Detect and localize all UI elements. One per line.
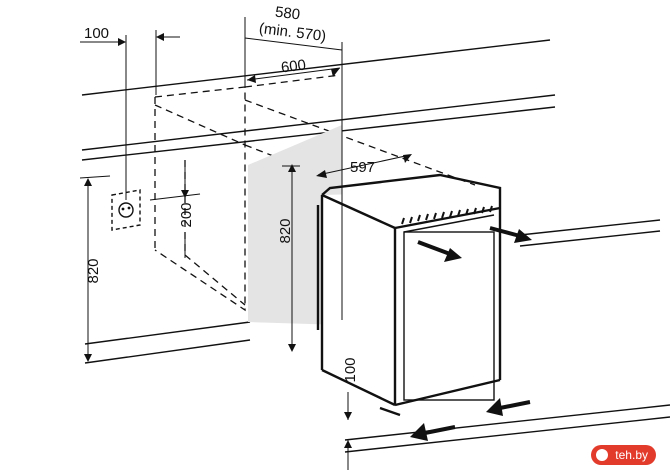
worktop-lines xyxy=(81,39,670,453)
dim-unit-width: 597 xyxy=(350,159,375,176)
watermark-logo-icon xyxy=(596,449,609,461)
watermark-badge: teh.by xyxy=(591,445,656,465)
dim-socket-height: 200 xyxy=(178,202,195,227)
appliance-body xyxy=(316,173,502,417)
dim-plinth-height: 100 xyxy=(342,357,359,382)
dim-niche-offset: 100 xyxy=(84,25,109,42)
dim-niche-height: 820 xyxy=(85,258,102,283)
watermark-text: teh.by xyxy=(615,448,648,462)
power-socket-icon xyxy=(111,189,141,231)
dimension-lines xyxy=(79,17,412,470)
dim-unit-height: 820 xyxy=(277,218,294,243)
airflow-in-arrow xyxy=(486,398,531,416)
dim-width: 600 xyxy=(280,57,307,77)
airflow-in-arrow xyxy=(410,423,456,441)
ventilation-grille xyxy=(401,205,493,225)
dim-depth: 580 xyxy=(274,4,301,24)
airflow-out-arrow xyxy=(489,226,532,243)
airflow-out-arrow xyxy=(417,240,462,262)
